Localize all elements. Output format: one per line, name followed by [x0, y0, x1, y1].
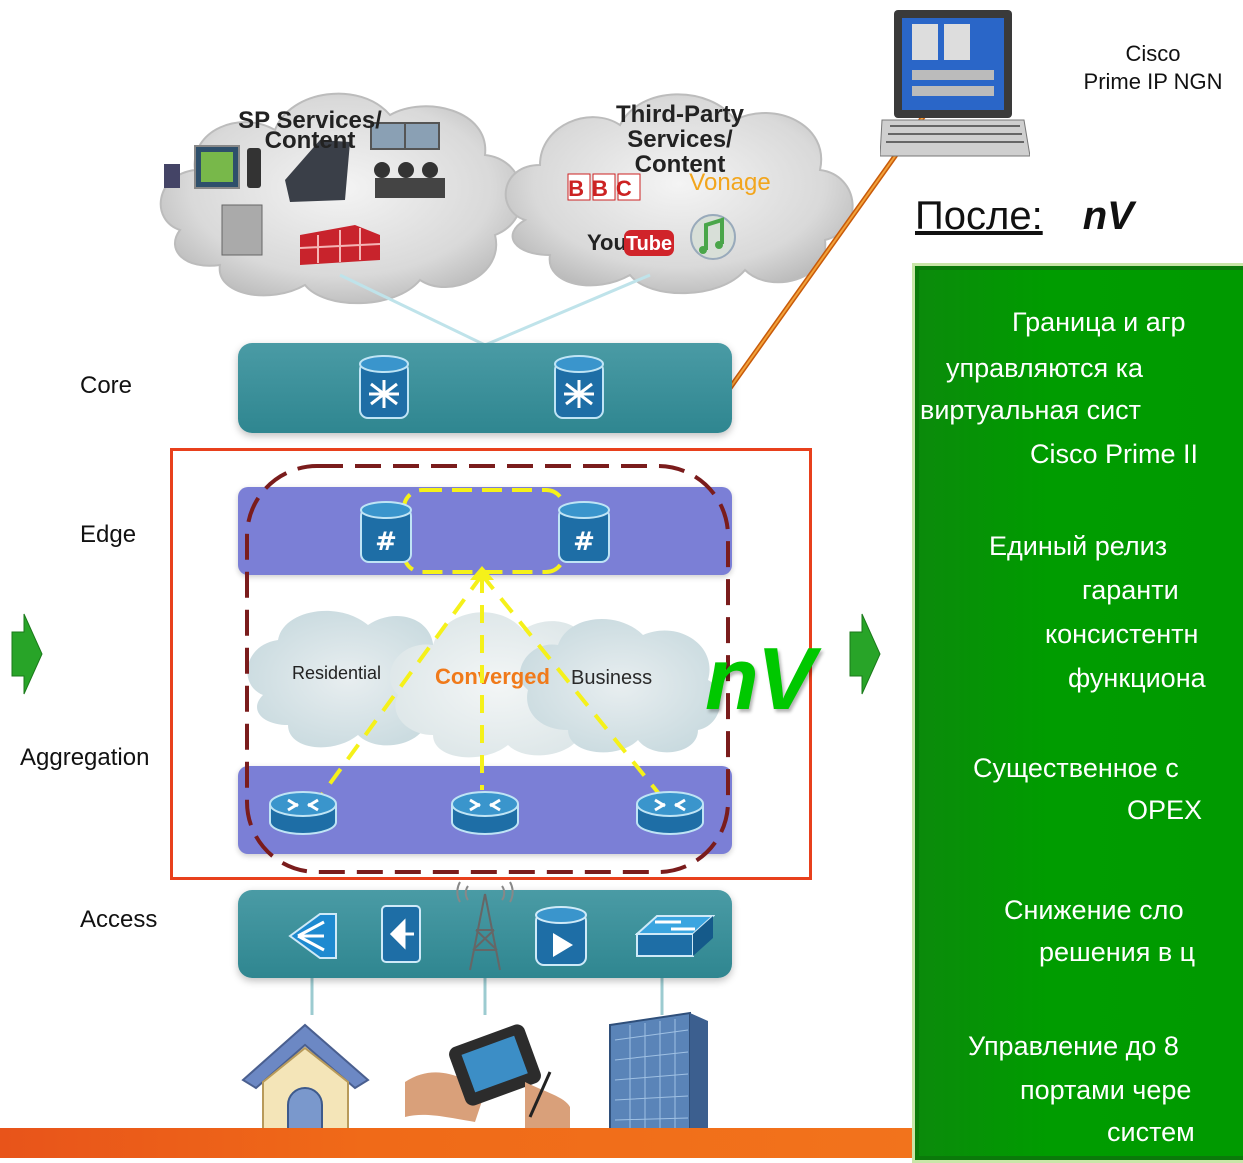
mobile-device-photo [405, 1024, 570, 1132]
benefit-line: систем [1107, 1117, 1195, 1147]
benefit-line: консистентн [1045, 619, 1199, 649]
third-party-title-1: Third-Party [616, 101, 745, 128]
right-arrow-icon [849, 613, 881, 695]
residential-label: Residential [292, 663, 382, 683]
prime-label: Cisco Prime IP NGN [1063, 40, 1243, 96]
service-clouds-inner [247, 610, 721, 758]
third-party-title-2: Services/ [627, 126, 733, 153]
access-optical-icon [381, 905, 421, 963]
aggregation-router-icon-1 [269, 791, 337, 835]
footer-bar [0, 1128, 915, 1158]
benefit-line: Граница и агр [1012, 307, 1186, 337]
prime-label-line2: Prime IP NGN [1083, 69, 1223, 94]
core-router-icon-2 [554, 355, 604, 419]
youtube-tube: Tube [626, 233, 672, 255]
server-icon [221, 204, 263, 256]
svg-text:#: # [375, 527, 397, 557]
third-party-title-3: Content [635, 151, 726, 178]
ip-phone-icon [285, 140, 350, 202]
after-heading: После: nV [915, 194, 1134, 239]
benefit-line: решения в ц [1039, 937, 1196, 967]
phone-icon [247, 148, 261, 188]
youtube-you: You [587, 230, 627, 255]
benefit-line: Единый релиз [989, 531, 1168, 561]
after-heading-word: После: [915, 194, 1043, 238]
edge-router-icon-2: # [558, 501, 610, 563]
firewall-icon [299, 225, 381, 265]
benefit-line: функциона [1068, 663, 1206, 693]
benefit-line: Cisco Prime II [1030, 439, 1199, 469]
sp-cloud-title-1: SP Services/ [238, 107, 382, 134]
benefit-line: Управление до 8 [968, 1031, 1179, 1061]
left-arrow-icon [11, 613, 43, 695]
layer-label-edge: Edge [80, 521, 137, 548]
edge-router-icon-1: # [360, 501, 412, 563]
youtube-logo: You Tube [587, 230, 674, 256]
services-clouds: SP Services/ Content Third-Party Service… [159, 92, 854, 305]
benefit-line: OPEX [1127, 795, 1203, 825]
nv-highlight-box [170, 448, 812, 880]
access-tower-icon [456, 881, 514, 971]
prime-label-line1: Cisco [1125, 41, 1181, 66]
converged-label: Converged [435, 664, 550, 689]
bbc-text: BBC [568, 176, 640, 201]
music-icon [690, 214, 736, 260]
aggregation-router-icon-3 [636, 791, 704, 835]
layer-label-aggregation: Aggregation [20, 744, 150, 771]
access-dslam-icon [288, 913, 337, 959]
bbc-logo: BBC [567, 173, 641, 201]
telepresence-icon [370, 122, 445, 198]
benefit-line: управляются ка [946, 353, 1144, 383]
core-router-icon-1 [359, 355, 409, 419]
after-heading-accent: nV [1082, 194, 1134, 238]
core-band [238, 343, 732, 433]
business-label: Business [571, 667, 653, 689]
benefit-line: Снижение сло [1004, 895, 1184, 925]
aggregation-router-icon-2 [451, 791, 519, 835]
svg-text:#: # [573, 527, 595, 557]
benefits-text-clip: Граница и агр управляются ка виртуальная… [912, 263, 1243, 1158]
access-switch-icon [635, 915, 715, 957]
sp-cloud-title-2: Content [265, 127, 356, 154]
third-party-cloud [504, 93, 854, 295]
benefit-line: гаранти [1082, 575, 1179, 605]
access-video-router-icon [535, 906, 587, 966]
benefit-line: портами чере [1020, 1075, 1192, 1105]
edge-band [238, 487, 732, 575]
vonage-logo: Vonage [689, 169, 770, 196]
layer-label-access: Access [80, 906, 158, 933]
benefit-line: виртуальная сист [920, 395, 1142, 425]
tv-icon [164, 164, 180, 188]
nv-label: nV [705, 629, 815, 728]
layer-label-core: Core [80, 372, 133, 399]
benefit-line: Существенное с [973, 753, 1179, 783]
laptop-icon [880, 10, 1030, 157]
